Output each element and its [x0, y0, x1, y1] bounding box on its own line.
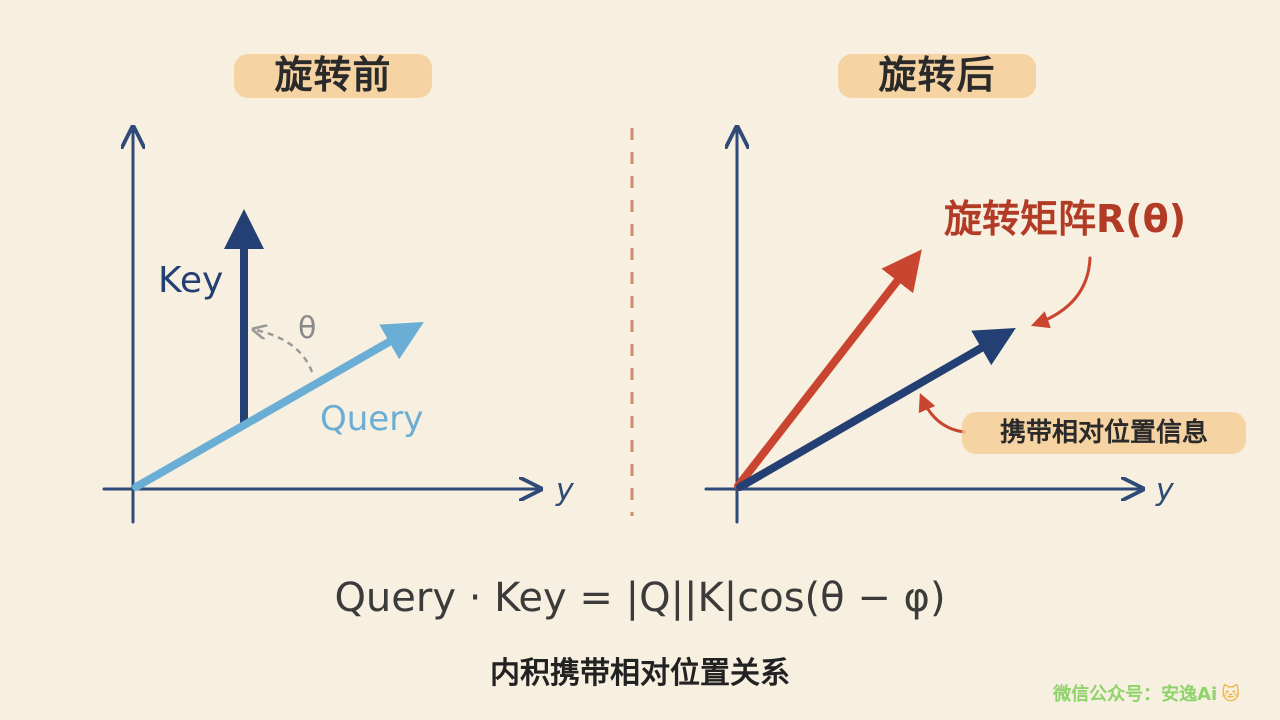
caption: 内积携带相对位置关系: [490, 656, 790, 691]
rotated-vector: [734, 249, 922, 490]
title-after: 旋转后: [838, 44, 1036, 106]
title-before: 旋转前: [234, 44, 432, 106]
title-before-text: 旋转前: [274, 53, 392, 97]
info-pointer-arrow: [918, 393, 966, 434]
angle-label: θ: [298, 311, 316, 346]
angle-arc: [256, 330, 314, 373]
watermark-text: 微信公众号：安逸Ai: [1053, 684, 1218, 705]
rotation-matrix-label: 旋转矩阵R(θ): [944, 197, 1186, 241]
right-axes: [704, 130, 1140, 524]
title-after-text: 旋转后: [878, 53, 996, 97]
left-axes: [102, 130, 538, 524]
query-label: Query: [320, 399, 423, 439]
rotation-pointer-arrow: [1030, 256, 1092, 329]
watermark: 微信公众号：安逸Ai🐱: [1053, 680, 1240, 706]
key-label: Key: [158, 260, 223, 301]
title-before-highlight: [234, 54, 432, 98]
info-label: 携带相对位置信息: [962, 412, 1246, 454]
left-axis-y-label: y: [555, 473, 575, 508]
info-label-highlight: [962, 412, 1246, 454]
info-label-text: 携带相对位置信息: [999, 418, 1208, 448]
title-after-highlight: [838, 54, 1036, 98]
query-vector: [132, 322, 424, 491]
right-axis-y-label: y: [1155, 473, 1175, 508]
formula: Query · Key = |Q||K|cos(θ − φ): [334, 575, 946, 621]
cat-icon: 🐱: [1221, 684, 1240, 705]
original-vector: [736, 328, 1016, 491]
